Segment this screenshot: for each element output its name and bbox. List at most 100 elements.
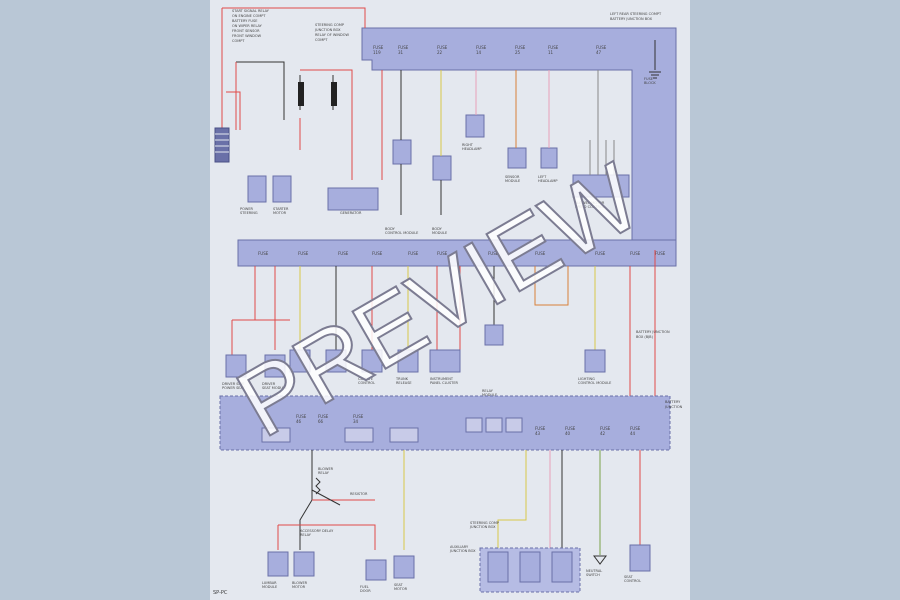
svg-text:MODULE: MODULE (262, 585, 277, 589)
svg-text:34: 34 (353, 419, 359, 424)
svg-text:CONTROL MODULE: CONTROL MODULE (385, 231, 418, 235)
svg-text:ACCESSORY DELAY: ACCESSORY DELAY (300, 529, 334, 533)
svg-text:BOX (BJB): BOX (BJB) (636, 335, 654, 339)
svg-text:MOTOR: MOTOR (292, 585, 306, 589)
svg-text:FUSE: FUSE (565, 426, 576, 431)
svg-text:FUSE: FUSE (596, 45, 607, 50)
svg-text:BATTERY FUSE: BATTERY FUSE (232, 19, 257, 23)
svg-text:DRIVER SIDE: DRIVER SIDE (222, 382, 244, 386)
svg-text:LEFT REAR STEERING COMPT: LEFT REAR STEERING COMPT (610, 12, 662, 16)
svg-text:MODULE: MODULE (505, 179, 520, 183)
mid-wires (231, 250, 656, 400)
svg-text:JUNCTION BOX: JUNCTION BOX (469, 525, 496, 529)
ground-symbol-top (649, 71, 661, 79)
svg-text:CONTROL: CONTROL (358, 381, 375, 385)
svg-text:FUSE: FUSE (296, 414, 307, 419)
svg-text:BATTERY JUNCTION: BATTERY JUNCTION (636, 330, 670, 334)
svg-text:FUSE: FUSE (476, 45, 487, 50)
svg-text:STARTER: STARTER (273, 207, 289, 211)
svg-text:BLOCK: BLOCK (644, 81, 656, 85)
svg-text:LEFT: LEFT (538, 175, 547, 179)
svg-text:31: 31 (398, 50, 404, 55)
svg-text:POWER SEAT: POWER SEAT (222, 386, 246, 390)
svg-text:119: 119 (373, 50, 381, 55)
svg-text:STEERING COMP: STEERING COMP (470, 521, 499, 525)
svg-text:START SIGNAL RELAY: START SIGNAL RELAY (232, 9, 270, 13)
svg-text:FUSE: FUSE (398, 45, 409, 50)
svg-text:11: 11 (548, 50, 554, 55)
svg-text:ON WIPER RELAY: ON WIPER RELAY (232, 24, 263, 28)
svg-text:44: 44 (630, 431, 636, 436)
svg-text:GENERATOR: GENERATOR (340, 211, 362, 215)
svg-text:INSTRUMENT: INSTRUMENT (430, 377, 454, 381)
svg-text:CONTROL MODULE: CONTROL MODULE (578, 381, 611, 385)
svg-text:40: 40 (565, 431, 571, 436)
svg-text:22: 22 (437, 50, 443, 55)
svg-text:FUSE: FUSE (630, 426, 641, 431)
svg-text:CONTROL: CONTROL (624, 579, 641, 583)
svg-text:FUSE: FUSE (437, 45, 448, 50)
svg-text:FUEL: FUEL (360, 585, 369, 589)
svg-text:STEERING COMP: STEERING COMP (315, 23, 344, 27)
resistor-symbol (315, 477, 321, 495)
svg-text:COMPT: COMPT (232, 39, 245, 43)
svg-text:FUSE: FUSE (535, 251, 546, 256)
svg-text:TRUNK: TRUNK (395, 377, 409, 381)
mid-annotations: DRIVER SIDE POWER SEAT DRIVER SEAT MODUL… (222, 330, 670, 397)
svg-text:FUSE: FUSE (655, 251, 666, 256)
lower-annotations: BLOWER RELAY RESISTOR ACCESSORY DELAY RE… (262, 400, 683, 593)
svg-text:FUSE: FUSE (437, 251, 448, 256)
svg-text:FRONT SENSOR: FRONT SENSOR (232, 29, 260, 33)
battery-junction-box (361, 27, 677, 251)
svg-text:COMPT: COMPT (315, 38, 328, 42)
svg-text:66: 66 (318, 419, 324, 424)
svg-text:RELAY: RELAY (300, 533, 312, 537)
lower-wires (277, 450, 641, 555)
svg-text:RELAY: RELAY (482, 389, 494, 393)
svg-text:AUXILIARY: AUXILIARY (450, 545, 469, 549)
svg-text:STEERING: STEERING (240, 211, 258, 215)
svg-text:RIGHT: RIGHT (462, 143, 474, 147)
svg-text:43: 43 (535, 431, 541, 436)
svg-text:42: 42 (600, 431, 606, 436)
svg-text:FRONT WINDOW: FRONT WINDOW (232, 34, 262, 38)
svg-text:ON ENGINE COMPT: ON ENGINE COMPT (232, 14, 266, 18)
svg-text:JUNCTION BOX: JUNCTION BOX (314, 28, 341, 32)
svg-text:BLOWER: BLOWER (318, 467, 334, 471)
svg-text:FUSE: FUSE (535, 426, 546, 431)
svg-text:14: 14 (476, 50, 482, 55)
svg-text:MOTOR: MOTOR (394, 587, 408, 591)
svg-text:FUSE: FUSE (600, 426, 611, 431)
svg-text:SEAT: SEAT (394, 583, 404, 587)
svg-text:SENSOR: SENSOR (505, 175, 520, 179)
svg-text:FUSE: FUSE (353, 414, 364, 419)
svg-text:LUMBAR: LUMBAR (262, 581, 277, 585)
svg-text:FUSE: FUSE (258, 251, 269, 256)
svg-text:FUSE: FUSE (515, 45, 526, 50)
svg-text:RESISTOR: RESISTOR (350, 492, 368, 496)
page-label: SP-PC (213, 590, 228, 596)
mid-components (225, 324, 606, 378)
svg-text:25: 25 (515, 50, 521, 55)
svg-text:JUNCTION: JUNCTION (664, 405, 683, 409)
svg-text:FUSE: FUSE (548, 45, 559, 50)
svg-text:RELAY OF WINDOW: RELAY OF WINDOW (315, 33, 349, 37)
svg-text:SWITCH: SWITCH (586, 573, 600, 577)
svg-text:HEADLAMP: HEADLAMP (538, 179, 558, 183)
relay-coil-1 (298, 82, 304, 106)
top-components (247, 114, 630, 211)
svg-text:FUSE: FUSE (488, 251, 499, 256)
top-box-wires (381, 40, 656, 215)
ground-symbol-lower (593, 555, 607, 565)
svg-text:DRIVER: DRIVER (262, 382, 276, 386)
svg-text:SPEED CONTROL: SPEED CONTROL (575, 205, 605, 209)
svg-text:BODY: BODY (432, 227, 443, 231)
svg-text:MODULE: MODULE (482, 393, 497, 397)
mid-fuse-labels: FUSE FUSE FUSE FUSE FUSE FUSE FUSE FUSE … (258, 251, 666, 256)
fuse-box (214, 127, 230, 163)
svg-text:HEADLAMP: HEADLAMP (462, 147, 482, 151)
svg-text:FUSE: FUSE (338, 251, 349, 256)
